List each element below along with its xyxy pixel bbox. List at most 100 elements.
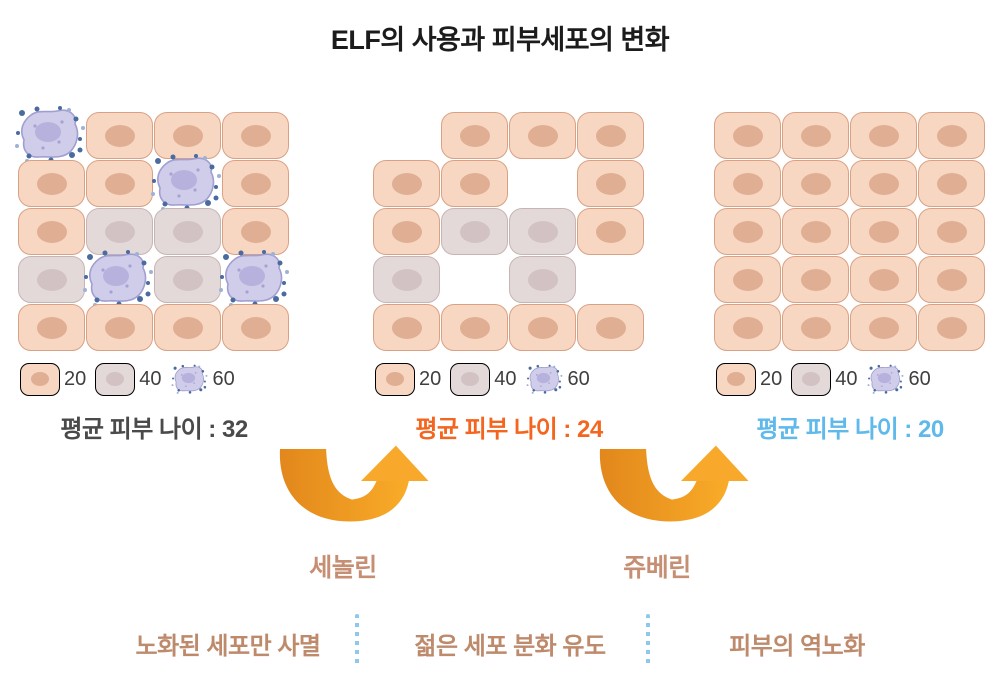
skin-cell-age-20 [509,112,576,159]
skin-cell-body [222,112,289,159]
figure-title: ELF의 사용과 피부세포의 변화 [330,25,670,55]
cell-nucleus [936,316,967,339]
legend-swatch-age-40 [95,362,136,396]
skin-cell-body [222,160,289,207]
cell-nucleus [732,220,763,243]
cell-nucleus [172,124,203,147]
cell-nucleus [106,372,125,386]
cell-nucleus [868,220,899,243]
legend-item-age-20: 20 [20,362,87,396]
skin-cell-body [714,256,781,303]
skin-cell-body [714,112,781,159]
legend-item-age-60: 60 [867,364,931,395]
legend-age-number: 60 [567,367,590,390]
age-legend: 20 40 60 [716,361,986,397]
skin-cell-age-20 [86,160,153,207]
cell-nucleus [936,220,967,243]
skin-cell-body [373,304,440,351]
skin-cell-body [86,160,153,207]
cell-nucleus [172,268,203,291]
skin-cell-body [154,112,221,159]
skin-cell-body [918,208,985,255]
skin-cell-age-20 [714,208,781,255]
skin-cell-body [782,256,849,303]
skin-cell-age-20 [577,160,644,207]
skin-cell-body [577,112,644,159]
cell-nucleus [800,172,831,195]
legend-item-age-20: 20 [716,362,782,396]
skin-cell-age-20 [18,160,85,207]
average-skin-age-label: 평균 피부 나이 : 32 [60,416,248,443]
cell-nucleus [527,316,558,339]
cell-nucleus [527,268,558,291]
skin-cell-body [86,304,153,351]
cell-nucleus [391,220,422,243]
skin-cell-age-20 [782,304,849,351]
caption-skin-reverse-aging: 피부의 역노화 [729,633,865,660]
skin-cell-body [441,112,508,159]
skin-cell-body [509,304,576,351]
curved-up-arrow-icon [279,445,429,522]
legend-item-age-40: 40 [791,362,858,396]
empty-cell-slot [509,160,576,207]
skin-cell-age-20 [782,112,849,159]
cell-nucleus [936,124,967,147]
skin-cell-body [86,112,153,159]
cell-nucleus [595,316,626,339]
skin-cell-body [850,304,917,351]
cell-nucleus [459,124,490,147]
skin-cell-body [154,208,221,255]
skin-cell-body [18,304,85,351]
cell-nucleus [800,220,831,243]
cell-nucleus [732,124,763,147]
legend-item-age-40: 40 [450,362,517,396]
legend-age-number: 40 [494,367,517,390]
cell-nucleus [732,268,763,291]
cell-nucleus [391,172,422,195]
skin-cell-age-20 [850,160,917,207]
skin-cell-age-20 [154,112,221,159]
cell-nucleus [868,268,899,291]
treatment-label-senolin: 세놀린 [309,554,377,582]
skin-cell-age-20 [714,256,781,303]
skin-cell-body [850,256,917,303]
skin-cell-age-40 [154,208,221,255]
skin-cell-age-20 [373,160,440,207]
cell-nucleus [936,172,967,195]
senescent-cell-blob-icon [867,364,903,394]
skin-cell-age-40 [441,208,508,255]
age-legend: 20 40 60 [375,361,645,397]
cell-nucleus [104,172,135,195]
skin-cell-body [714,160,781,207]
skin-cell-age-20 [18,208,85,255]
skin-cell-body [441,304,508,351]
skin-cell-body [509,112,576,159]
skin-cell-age-20 [577,208,644,255]
cell-nucleus [459,220,490,243]
skin-cell-age-40 [86,208,153,255]
senescent-cell-blob-icon [15,106,85,163]
skin-cell-body [222,304,289,351]
cell-nucleus [240,316,271,339]
skin-cell-body [850,160,917,207]
legend-age-number: 20 [64,367,87,390]
cell-nucleus [31,372,49,386]
treatment-label-juverin: 쥬베린 [623,554,691,582]
legend-item-age-20: 20 [375,362,441,396]
cell-nucleus [461,372,480,386]
skin-cell-body [577,208,644,255]
legend-age-number: 60 [908,367,931,390]
caption-young-cell-differentiation: 젊은 세포 분화 유도 [414,633,606,660]
senescent-cell-age-60 [15,106,85,163]
skin-cell-age-20 [577,112,644,159]
cell-nucleus [868,124,899,147]
skin-cell-body [86,208,153,255]
legend-swatch-age-40 [791,362,832,396]
skin-cell-body [18,256,85,303]
senescent-cell-blob-icon [219,250,289,307]
cell-nucleus [732,316,763,339]
skin-cell-age-20 [373,304,440,351]
skin-cell-age-20 [918,160,985,207]
cell-nucleus [240,172,271,195]
